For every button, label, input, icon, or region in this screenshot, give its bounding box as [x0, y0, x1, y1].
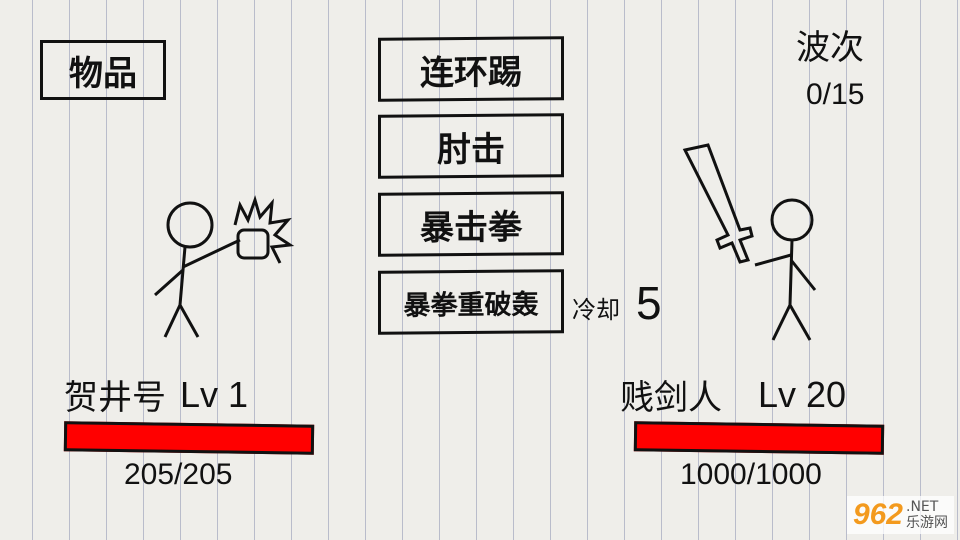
skill-button-critical-punch[interactable]: 暴击拳 [378, 191, 564, 257]
skill-button-combo-kick[interactable]: 连环踢 [378, 36, 564, 102]
watermark-suffix: .NET [906, 499, 939, 515]
cooldown-value: 5 [636, 277, 662, 329]
items-button[interactable]: 物品 [40, 40, 166, 100]
player-level: Lv 1 [180, 374, 249, 415]
watermark: 962 .NET 乐游网 [846, 496, 954, 534]
enemy-level: Lv 20 [758, 374, 847, 415]
wave-label: 波次 [796, 28, 864, 68]
player-hp-text: 205/205 [124, 458, 233, 491]
skill-button-elbow-strike[interactable]: 肘击 [378, 113, 564, 179]
player-hp-bar [63, 421, 315, 455]
enemy-stickman [682, 143, 817, 341]
skill-button-burst-fist[interactable]: 暴拳重破轰 [378, 269, 564, 335]
watermark-sub: 乐游网 [906, 515, 948, 531]
player-stickman [154, 195, 295, 338]
player-name: 贺井号 [64, 378, 166, 418]
watermark-logo: 962 [852, 498, 903, 531]
enemy-name: 贱剑人 [620, 378, 722, 418]
cooldown-label: 冷却 [572, 296, 620, 324]
enemy-hp-text: 1000/1000 [680, 458, 822, 491]
enemy-hp-bar [633, 421, 885, 455]
wave-counter: 0/15 [806, 78, 865, 111]
